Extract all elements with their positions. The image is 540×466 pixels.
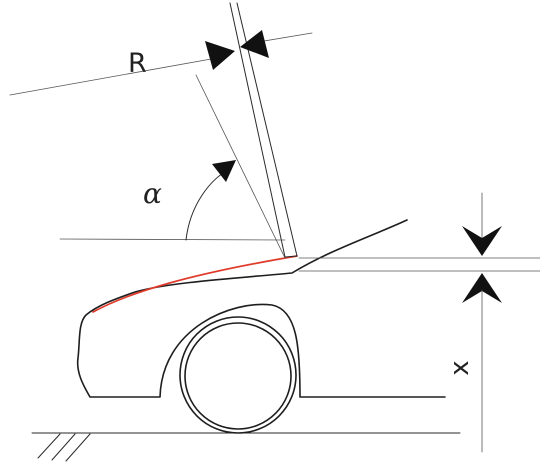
angle-arc — [185, 169, 229, 241]
radius-arrowhead-left — [205, 41, 235, 70]
angle-construction: α — [59, 74, 286, 259]
radius-arrowhead-right — [240, 30, 269, 58]
rim — [184, 322, 292, 430]
car-body-outline — [76, 219, 446, 398]
wheel — [179, 316, 297, 434]
angle-label: α — [143, 177, 162, 210]
radius-label: R — [128, 48, 147, 79]
height-dimension: x — [298, 192, 540, 453]
height-arrowhead-bottom — [462, 273, 502, 303]
ground — [31, 432, 461, 462]
angle-leg-line — [195, 74, 286, 259]
radius-dimension-line-left — [9, 55, 229, 96]
radius-dimension: R — [9, 30, 313, 96]
car-profile — [76, 219, 446, 434]
contact-curve — [92, 255, 298, 313]
horizontal-reference-line — [59, 238, 286, 241]
height-label: x — [445, 360, 475, 375]
height-arrowhead-top — [462, 226, 502, 256]
angle-arrowhead — [212, 160, 236, 182]
ground-hatch — [37, 433, 91, 462]
tire — [179, 316, 297, 434]
